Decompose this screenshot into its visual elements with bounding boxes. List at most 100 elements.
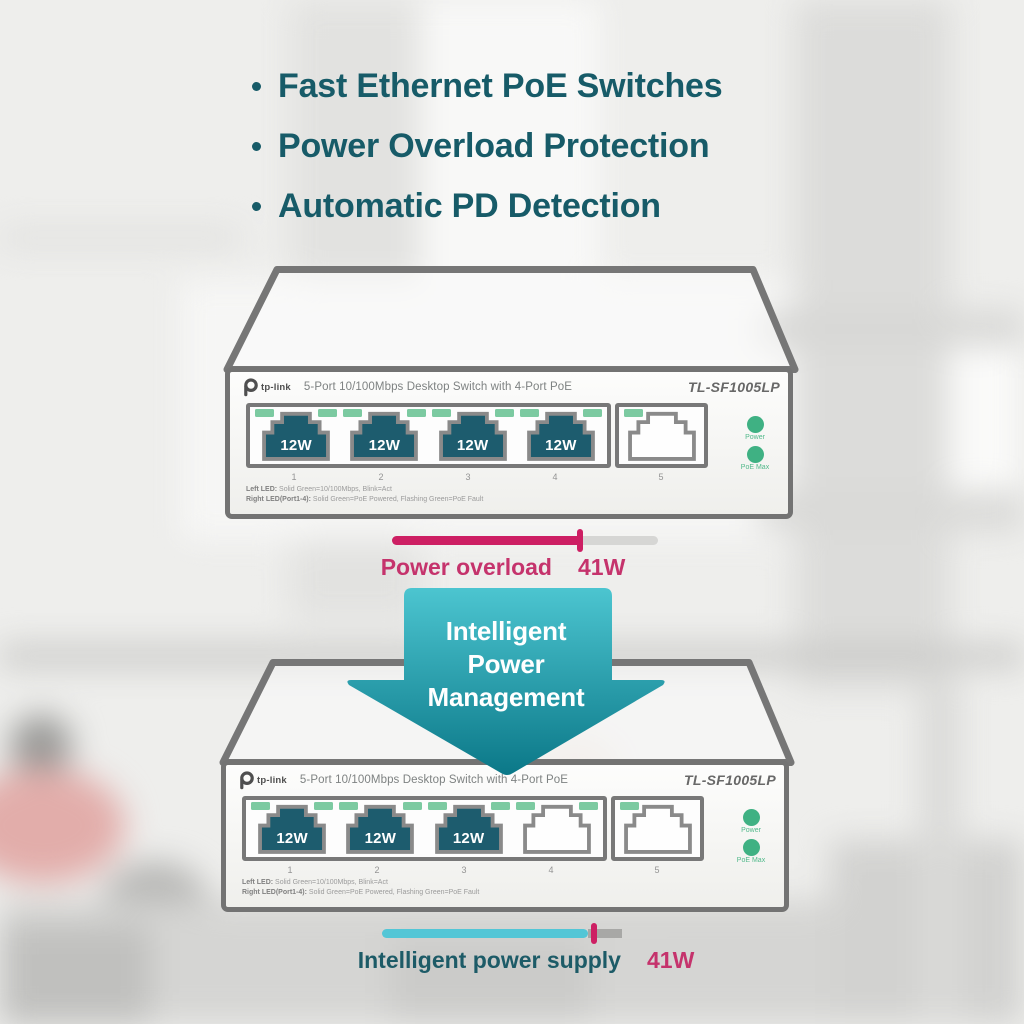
port-number: 2 [378, 472, 384, 482]
led-legend: Left LED: Solid Green=10/100Mbps, Blink=… [242, 878, 479, 897]
rj45-jack-icon [434, 804, 503, 854]
port-wattage-label: 12W [364, 830, 397, 847]
down-arrow-icon [347, 588, 665, 775]
port-led-left-icon [427, 802, 447, 810]
port-led-left-icon [251, 802, 270, 810]
port-led-right-icon [314, 802, 334, 810]
uplink-port-group [611, 796, 704, 861]
window-mullion-blur [760, 312, 1024, 346]
poe-port-1: 12W [249, 800, 335, 857]
port-led-left-icon [431, 409, 451, 417]
port-led-left-icon [255, 409, 274, 417]
arrow-caption-line: Power [467, 649, 545, 679]
port-wattage-label: 12W [276, 830, 308, 847]
poe-port-group: 12W 12W 12W 12W [246, 403, 611, 468]
port-number: 1 [287, 865, 293, 875]
port-led-right-icon [406, 409, 426, 417]
port-led-left-icon [620, 802, 639, 810]
meter-label: Intelligent power supply [357, 947, 621, 973]
meter-track [382, 923, 670, 944]
bullet-item: Fast Ethernet PoE Switches [252, 66, 723, 106]
poe-port-3: 12W [430, 407, 516, 464]
bullet-item: Automatic PD Detection [252, 186, 722, 226]
ethernet-port-5 [622, 407, 701, 464]
person-blur [10, 715, 72, 777]
bullet-dot-icon [252, 81, 261, 91]
power-management-arrow: Intelligent Power Management [345, 588, 667, 780]
brand-label: tp-link [261, 381, 291, 393]
rj45-jack-icon [258, 804, 326, 854]
meter-reserve-segment [587, 929, 623, 938]
switch-front-panel: tp-link 5-Port 10/100Mbps Desktop Switch… [221, 760, 789, 912]
rj45-jack-icon [346, 804, 415, 854]
switch-top-panel [223, 266, 799, 373]
rj45-jack-icon [523, 804, 591, 854]
meter-label: Power overload [380, 554, 552, 580]
port-number: 1 [291, 472, 297, 482]
port-led-left-icon [343, 409, 363, 417]
meter-limit-tick [591, 923, 597, 944]
brand-row: tp-link 5-Port 10/100Mbps Desktop Switch… [242, 376, 780, 398]
port-led-right-icon [494, 409, 514, 417]
port-number: 2 [374, 865, 380, 875]
status-led-column: Power PoE Max [729, 809, 773, 864]
meter-limit-tick [577, 529, 583, 552]
meter-fill [382, 929, 588, 938]
port-number: 3 [465, 472, 471, 482]
port-wattage-label: 12W [545, 437, 577, 454]
rj45-jack-icon [627, 411, 696, 461]
port-led-right-icon [579, 802, 598, 810]
person-blur [0, 768, 125, 883]
brand-row: tp-link 5-Port 10/100Mbps Desktop Switch… [238, 769, 776, 791]
ethernet-port-5 [618, 800, 697, 857]
status-led-column: Power PoE Max [733, 416, 777, 471]
poe-max-led [742, 839, 760, 856]
arrow-caption-line: Management [427, 682, 585, 712]
bullet-text: Fast Ethernet PoE Switches [278, 66, 723, 105]
window-light-blur [948, 330, 1018, 490]
poe-port-4 [514, 800, 600, 857]
poe-port-1: 12W [253, 407, 339, 464]
port-led-left-icon [519, 409, 539, 417]
power-led-label: Power [741, 827, 761, 834]
port-number: 3 [461, 865, 467, 875]
port-wattage-label: 12W [456, 437, 489, 454]
meter-value: 41W [577, 554, 626, 580]
led-legend-line: Left LED: Solid Green=10/100Mbps, Blink=… [242, 879, 388, 886]
poe-max-led-label: PoE Max [740, 464, 770, 471]
poe-port-3: 12W [426, 800, 512, 857]
port-number: 5 [654, 865, 660, 875]
poe-port-group: 12W 12W 12W [242, 796, 607, 861]
port-wattage-label: 12W [452, 830, 485, 847]
model-label: TL-SF1005LP [688, 379, 780, 395]
bullet-text: Automatic PD Detection [278, 186, 661, 225]
furniture-blur [390, 940, 590, 1024]
arrow-caption: Intelligent Power Management [345, 615, 667, 714]
port-led-right-icon [490, 802, 510, 810]
poe-port-2: 12W [337, 800, 423, 857]
port-wattage-label: 12W [368, 437, 401, 454]
switch-subtitle: 5-Port 10/100Mbps Desktop Switch with 4-… [299, 774, 569, 786]
bullet-text: Power Overload Protection [278, 126, 710, 165]
port-number: 4 [552, 472, 558, 482]
meter-track [392, 529, 658, 552]
led-legend-line: Right LED(Port1-4): Solid Green=PoE Powe… [246, 495, 484, 503]
meter-fill [392, 536, 583, 545]
furniture-blur [0, 925, 150, 1024]
bullet-item: Power Overload Protection [252, 126, 722, 166]
overload-meter: Power overload 41W [381, 527, 658, 581]
port-number: 4 [548, 865, 554, 875]
port-led-left-icon [624, 409, 643, 417]
tplink-logo-icon [240, 770, 254, 789]
port-led-left-icon [339, 802, 359, 810]
led-legend-line: Right LED(Port1-4): Solid Green=PoE Powe… [242, 888, 480, 896]
bullet-dot-icon [252, 141, 261, 151]
window-frame-blur [920, 680, 960, 1020]
port-led-right-icon [583, 409, 602, 417]
switch-subtitle: 5-Port 10/100Mbps Desktop Switch with 4-… [303, 381, 573, 393]
rj45-jack-icon [438, 411, 507, 461]
power-led [742, 809, 760, 826]
led-legend-line: Left LED: Solid Green=10/100Mbps, Blink=… [246, 486, 392, 493]
poe-max-led [746, 446, 764, 463]
